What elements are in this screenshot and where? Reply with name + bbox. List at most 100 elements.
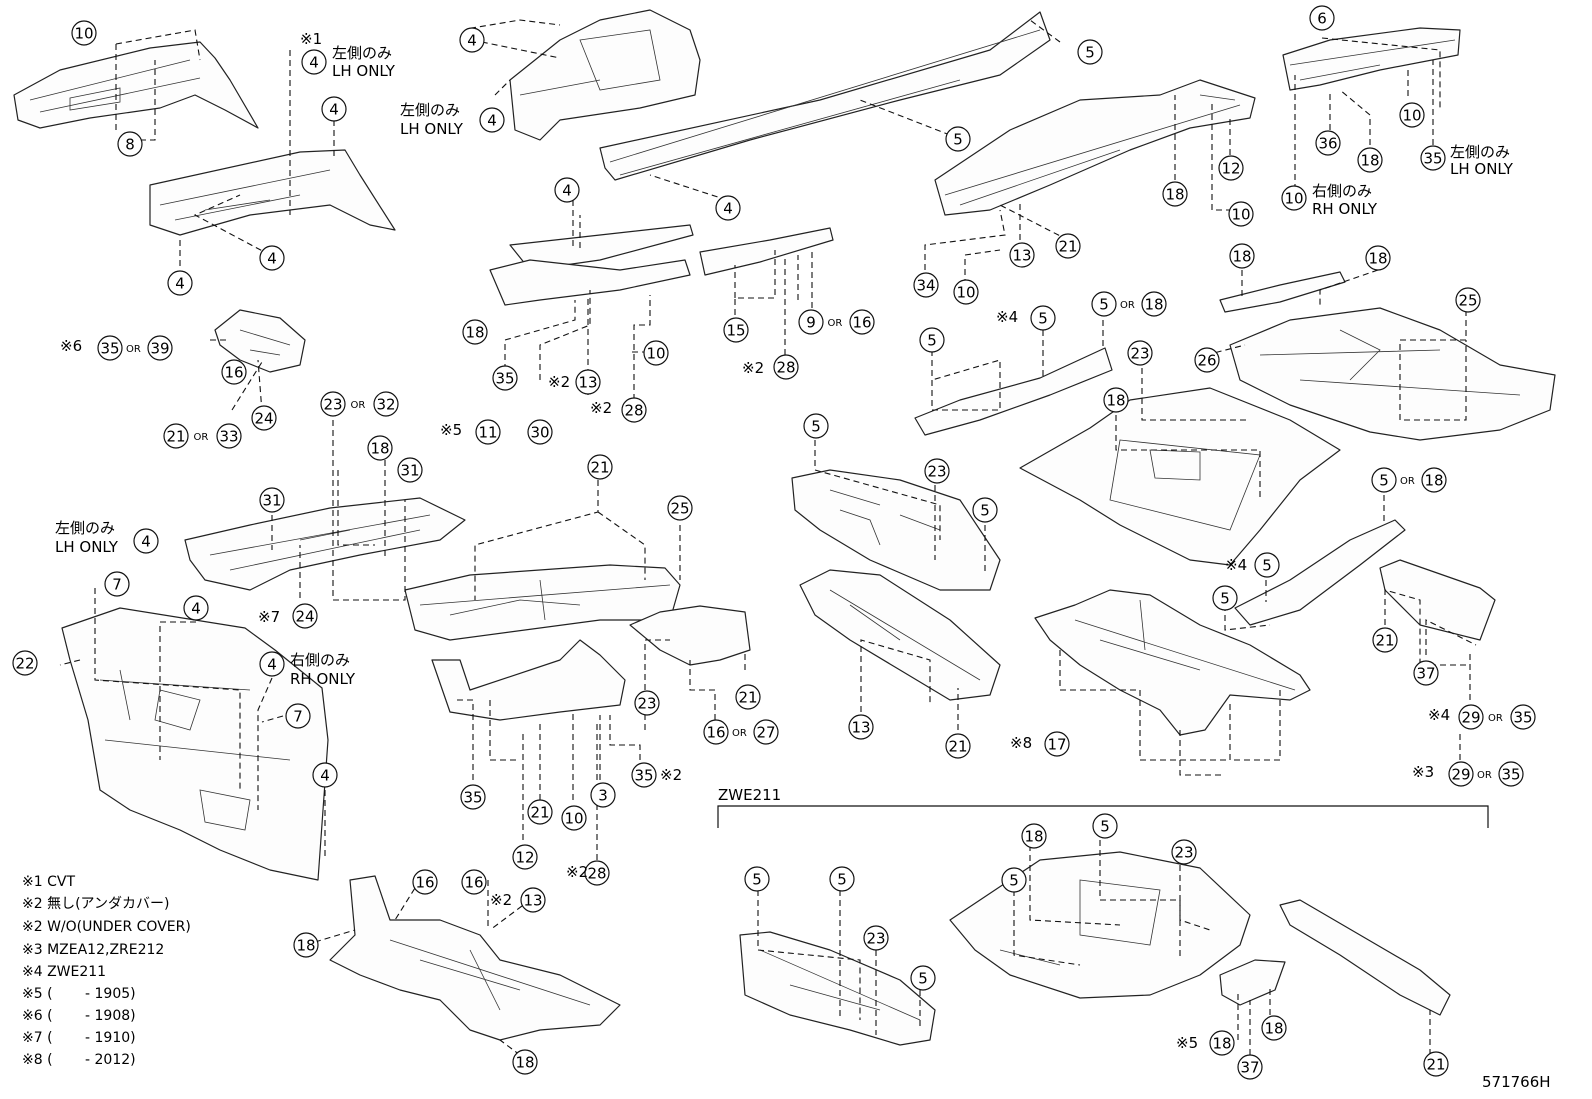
part-callout-34[interactable]: 34 bbox=[913, 272, 939, 298]
part-callout-37[interactable]: 37 bbox=[1413, 660, 1439, 686]
part-callout-18[interactable]: 18 bbox=[1021, 823, 1047, 849]
part-callout-23[interactable]: 23 bbox=[1127, 340, 1153, 366]
part-callout-5[interactable]: 5 bbox=[1001, 867, 1027, 893]
part-callout-21[interactable]: 21 bbox=[1372, 627, 1398, 653]
part-callout-21[interactable]: 21 bbox=[587, 454, 613, 480]
part-callout-35[interactable]: 35 bbox=[631, 762, 657, 788]
part-callout-18[interactable]: 18 bbox=[1261, 1015, 1287, 1041]
part-callout-13[interactable]: 13 bbox=[1009, 242, 1035, 268]
part-callout-35[interactable]: 35 bbox=[1420, 145, 1446, 171]
part-callout-35[interactable]: 35 bbox=[97, 335, 123, 361]
part-callout-10[interactable]: 10 bbox=[953, 279, 979, 305]
part-callout-5[interactable]: 5 bbox=[972, 497, 998, 523]
part-callout-29[interactable]: 29 bbox=[1458, 704, 1484, 730]
part-callout-35[interactable]: 35 bbox=[1510, 704, 1536, 730]
part-callout-4[interactable]: 4 bbox=[312, 762, 338, 788]
part-callout-18[interactable]: 18 bbox=[1421, 467, 1447, 493]
part-callout-21[interactable]: 21 bbox=[1423, 1051, 1449, 1077]
part-callout-23[interactable]: 23 bbox=[1171, 839, 1197, 865]
part-callout-35[interactable]: 35 bbox=[1498, 761, 1524, 787]
part-callout-4[interactable]: 4 bbox=[133, 528, 159, 554]
part-callout-5[interactable]: 5 bbox=[1371, 467, 1397, 493]
part-callout-4[interactable]: 4 bbox=[554, 177, 580, 203]
part-callout-4[interactable]: 4 bbox=[259, 245, 285, 271]
part-callout-5[interactable]: 5 bbox=[803, 413, 829, 439]
part-callout-21[interactable]: 21 bbox=[1055, 233, 1081, 259]
part-callout-31[interactable]: 31 bbox=[397, 457, 423, 483]
part-callout-5[interactable]: 5 bbox=[910, 965, 936, 991]
part-callout-18[interactable]: 18 bbox=[1162, 181, 1188, 207]
part-callout-6[interactable]: 6 bbox=[1309, 5, 1335, 31]
part-callout-13[interactable]: 13 bbox=[848, 714, 874, 740]
part-callout-10[interactable]: 10 bbox=[1228, 201, 1254, 227]
part-callout-16[interactable]: 16 bbox=[412, 869, 438, 895]
part-callout-25[interactable]: 25 bbox=[667, 495, 693, 521]
part-callout-28[interactable]: 28 bbox=[621, 397, 647, 423]
part-callout-3[interactable]: 3 bbox=[590, 782, 616, 808]
part-callout-18[interactable]: 18 bbox=[1141, 291, 1167, 317]
part-callout-27[interactable]: 27 bbox=[753, 719, 779, 745]
part-callout-18[interactable]: 18 bbox=[1365, 245, 1391, 271]
part-callout-17[interactable]: 17 bbox=[1044, 731, 1070, 757]
part-callout-18[interactable]: 18 bbox=[512, 1049, 538, 1075]
part-callout-13[interactable]: 13 bbox=[575, 369, 601, 395]
part-callout-5[interactable]: 5 bbox=[1254, 552, 1280, 578]
part-callout-4[interactable]: 4 bbox=[479, 107, 505, 133]
part-callout-16[interactable]: 16 bbox=[703, 719, 729, 745]
part-callout-18[interactable]: 18 bbox=[1209, 1030, 1235, 1056]
part-callout-33[interactable]: 33 bbox=[216, 423, 242, 449]
part-callout-5[interactable]: 5 bbox=[744, 866, 770, 892]
part-callout-18[interactable]: 18 bbox=[1103, 387, 1129, 413]
part-callout-13[interactable]: 13 bbox=[520, 887, 546, 913]
part-callout-24[interactable]: 24 bbox=[251, 405, 277, 431]
part-callout-5[interactable]: 5 bbox=[1092, 813, 1118, 839]
part-callout-4[interactable]: 4 bbox=[259, 651, 285, 677]
part-callout-10[interactable]: 10 bbox=[1399, 102, 1425, 128]
part-callout-35[interactable]: 35 bbox=[492, 365, 518, 391]
part-callout-5[interactable]: 5 bbox=[1077, 39, 1103, 65]
part-callout-16[interactable]: 16 bbox=[461, 869, 487, 895]
part-callout-16[interactable]: 16 bbox=[221, 359, 247, 385]
part-callout-28[interactable]: 28 bbox=[584, 860, 610, 886]
part-callout-31[interactable]: 31 bbox=[259, 487, 285, 513]
part-callout-35[interactable]: 35 bbox=[460, 784, 486, 810]
part-callout-21[interactable]: 21 bbox=[735, 684, 761, 710]
part-callout-11[interactable]: 11 bbox=[475, 419, 501, 445]
part-callout-5[interactable]: 5 bbox=[1030, 305, 1056, 331]
part-callout-29[interactable]: 29 bbox=[1448, 761, 1474, 787]
part-callout-4[interactable]: 4 bbox=[167, 270, 193, 296]
part-callout-23[interactable]: 23 bbox=[924, 458, 950, 484]
part-callout-21[interactable]: 21 bbox=[163, 423, 189, 449]
part-callout-5[interactable]: 5 bbox=[945, 126, 971, 152]
part-callout-4[interactable]: 4 bbox=[301, 49, 327, 75]
part-callout-39[interactable]: 39 bbox=[147, 335, 173, 361]
part-callout-18[interactable]: 18 bbox=[1229, 243, 1255, 269]
part-callout-5[interactable]: 5 bbox=[919, 327, 945, 353]
part-callout-7[interactable]: 7 bbox=[285, 703, 311, 729]
part-callout-7[interactable]: 7 bbox=[104, 571, 130, 597]
part-callout-5[interactable]: 5 bbox=[1091, 291, 1117, 317]
part-callout-10[interactable]: 10 bbox=[1281, 185, 1307, 211]
part-callout-36[interactable]: 36 bbox=[1315, 130, 1341, 156]
part-callout-37[interactable]: 37 bbox=[1237, 1054, 1263, 1080]
part-callout-24[interactable]: 24 bbox=[292, 603, 318, 629]
part-callout-9[interactable]: 9 bbox=[798, 309, 824, 335]
part-callout-21[interactable]: 21 bbox=[527, 799, 553, 825]
part-callout-28[interactable]: 28 bbox=[773, 354, 799, 380]
part-callout-23[interactable]: 23 bbox=[320, 391, 346, 417]
part-callout-5[interactable]: 5 bbox=[1212, 585, 1238, 611]
part-callout-4[interactable]: 4 bbox=[459, 27, 485, 53]
part-callout-12[interactable]: 12 bbox=[1218, 155, 1244, 181]
part-callout-5[interactable]: 5 bbox=[829, 866, 855, 892]
part-callout-8[interactable]: 8 bbox=[117, 131, 143, 157]
part-callout-4[interactable]: 4 bbox=[321, 96, 347, 122]
part-callout-10[interactable]: 10 bbox=[71, 20, 97, 46]
part-callout-30[interactable]: 30 bbox=[527, 419, 553, 445]
part-callout-21[interactable]: 21 bbox=[945, 733, 971, 759]
part-callout-18[interactable]: 18 bbox=[293, 932, 319, 958]
part-callout-15[interactable]: 15 bbox=[723, 317, 749, 343]
part-callout-16[interactable]: 16 bbox=[849, 309, 875, 335]
part-callout-10[interactable]: 10 bbox=[643, 340, 669, 366]
part-callout-23[interactable]: 23 bbox=[863, 925, 889, 951]
part-callout-18[interactable]: 18 bbox=[367, 435, 393, 461]
